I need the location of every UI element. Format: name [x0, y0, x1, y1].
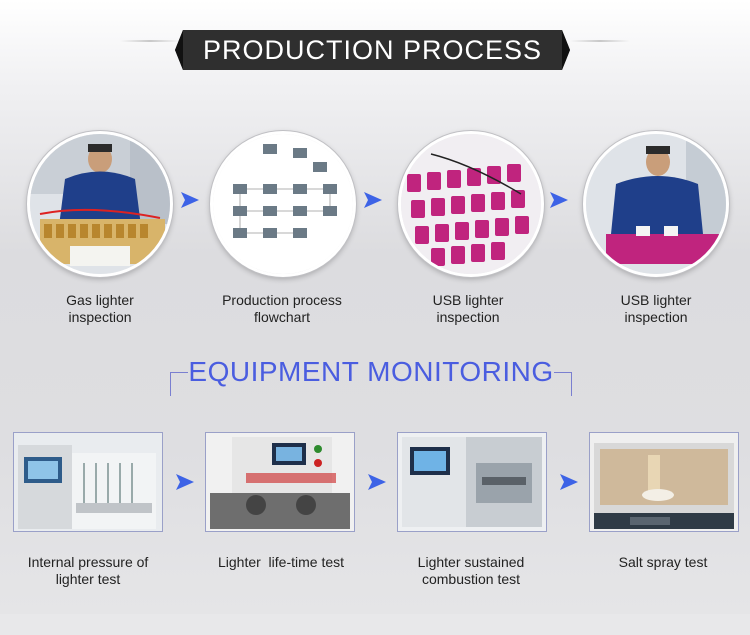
equipment-caption-4: Salt spray test: [584, 554, 742, 571]
header-rule-right: [554, 372, 572, 373]
banner-streak-right: [570, 40, 630, 42]
pressure-test-machine-photo: [14, 433, 162, 531]
combustion-test-machine-photo: [398, 433, 546, 531]
equipment-photo-life-time: [205, 432, 355, 532]
header-tick-left: [170, 372, 171, 396]
arrow-right-icon: [176, 474, 194, 490]
caption-line: Internal pressure of: [27, 554, 149, 570]
footer-band: [0, 614, 750, 635]
process-caption-4: USB lighter inspection: [586, 292, 726, 326]
process-caption-2: Production process flowchart: [202, 292, 362, 326]
process-photo-gas-lighter-inspection: [27, 131, 173, 277]
caption-line: inspection: [436, 309, 500, 325]
header-rule-left: [170, 372, 188, 373]
caption-line: lighter test: [55, 571, 121, 587]
worker-inspecting-gas-lighters-photo: [30, 134, 170, 274]
pink-usb-lighters-photo: [401, 134, 541, 274]
banner-streak-left: [120, 40, 180, 42]
caption-line: USB lighter: [432, 292, 504, 308]
page-title: PRODUCTION PROCESS: [202, 35, 543, 65]
caption-line: combustion test: [421, 571, 521, 587]
caption-line: flowchart: [253, 309, 311, 325]
caption-line: Lighter life-time test: [217, 554, 345, 570]
caption-line: inspection: [624, 309, 688, 325]
process-caption-1: Gas lighter inspection: [30, 292, 170, 326]
process-caption-3: USB lighter inspection: [398, 292, 538, 326]
worker-inspecting-usb-lighters-photo: [586, 134, 726, 274]
caption-line: Lighter sustained: [417, 554, 525, 570]
header-banner: PRODUCTION PROCESS: [175, 30, 570, 70]
flowchart-photo: [213, 134, 353, 274]
arrow-right-icon: [181, 192, 199, 208]
arrow-right-icon: [560, 474, 578, 490]
process-photo-usb-lighter-inspection-worker: [583, 131, 729, 277]
salt-spray-chamber-photo: [590, 433, 738, 531]
caption-line: Gas lighter: [66, 292, 134, 308]
arrow-right-icon: [550, 192, 568, 208]
caption-line: Production process: [222, 292, 342, 308]
equipment-caption-1: Internal pressure of lighter test: [8, 554, 168, 588]
caption-line: inspection: [68, 309, 132, 325]
arrow-right-icon: [364, 192, 382, 208]
equipment-header: EQUIPMENT MONITORING: [170, 352, 572, 396]
arrow-right-icon: [368, 474, 386, 490]
process-photo-usb-lighter-inspection: [398, 131, 544, 277]
life-time-test-machine-photo: [206, 433, 354, 531]
process-photo-production-flowchart: [210, 131, 356, 277]
equipment-caption-3: Lighter sustained combustion test: [392, 554, 550, 588]
equipment-photo-combustion: [397, 432, 547, 532]
caption-line: USB lighter: [620, 292, 692, 308]
banner-shape: [175, 30, 570, 70]
equipment-photo-salt-spray: [589, 432, 739, 532]
section-title: EQUIPMENT MONITORING: [188, 356, 554, 387]
equipment-caption-2: Lighter life-time test: [200, 554, 362, 571]
equipment-photo-internal-pressure: [13, 432, 163, 532]
caption-line: Salt spray test: [618, 554, 708, 570]
header-tick-right: [571, 372, 572, 396]
